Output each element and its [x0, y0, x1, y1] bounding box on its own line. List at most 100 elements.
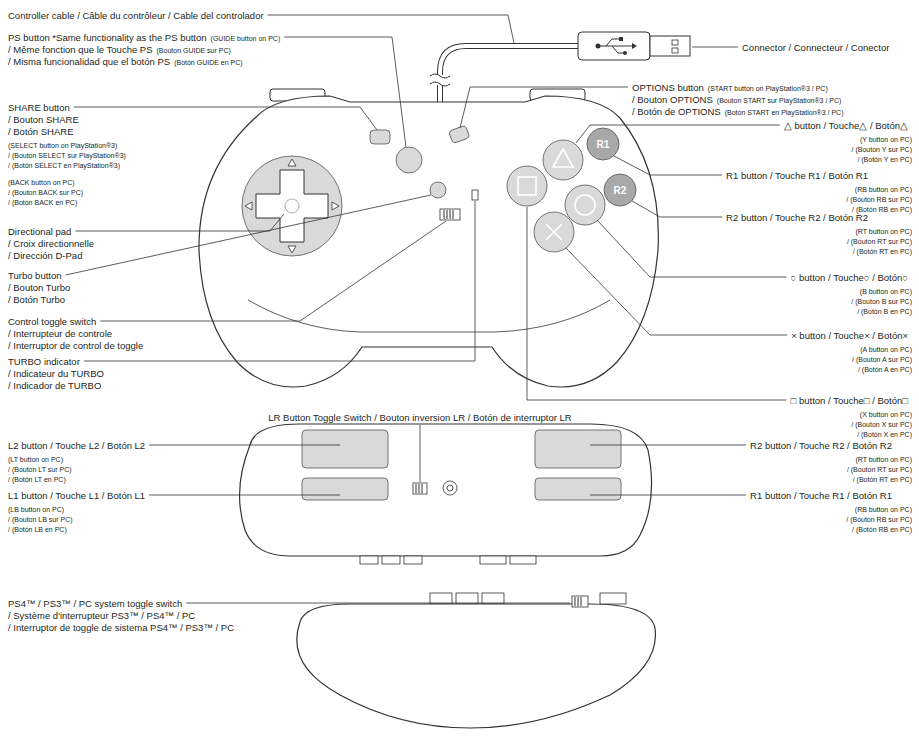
callout-note: / (Botón X en PC) — [857, 431, 912, 438]
callout-note: / (Bouton LT sur PC) — [8, 466, 72, 473]
label-line: (Y button on PC) — [860, 131, 912, 145]
callout-label: R1 button / Touche R1 / Botón R1 — [750, 490, 892, 501]
label-line: LR Button Toggle Switch / Bouton inversi… — [268, 410, 571, 424]
callout-label: R2 button / Touche R2 / Botón R2 — [726, 212, 868, 223]
label-line: / Dirección D-Pad — [8, 248, 82, 262]
controller-bottom-outline — [297, 604, 656, 728]
label-line: / (Botón A en PC) — [858, 361, 912, 375]
callout-note: (Botón START en PlayStation®3 / PC) — [725, 109, 844, 116]
callout-note: (LT button on PC) — [8, 456, 63, 463]
triangle-button — [543, 140, 583, 180]
callout-note: / (Bouton RB sur PC) — [846, 516, 912, 523]
callout-label: Controller cable / Câble du contrôleur /… — [8, 10, 264, 21]
callout-label: / Système d'interrupteur PS3™ / PS4™ / P… — [8, 610, 195, 621]
turbo-button — [430, 182, 446, 198]
callout-note: / (Botón RB en PC) — [852, 206, 912, 213]
callout-label: / Indicateur du TURBO — [8, 368, 104, 379]
label-line: / (Botón RT en PC) — [853, 471, 912, 485]
edge-bump — [600, 593, 626, 604]
system-toggle-switch — [572, 596, 588, 607]
leader-line — [566, 248, 787, 335]
usb-icon-head — [632, 43, 637, 49]
label-line: / (Bouton RB sur PC) — [846, 191, 912, 205]
label-line: OPTIONS button(START button on PlayStati… — [632, 80, 828, 94]
label-line: / Interrupteur de controle — [8, 326, 112, 340]
label-line: / Bouton SHARE — [8, 112, 79, 126]
callout-note: / (Bouton Y sur PC) — [852, 146, 912, 153]
square-button — [507, 166, 547, 206]
callout-label: / Interrupteur de controle — [8, 328, 112, 339]
leader-line — [590, 495, 746, 496]
callout-label: / Indicador de TURBO — [8, 380, 101, 391]
leader-line — [268, 15, 514, 43]
callout-note: / (Bouton RT sur PC) — [847, 466, 912, 473]
label-line: / Botón SHARE — [8, 124, 73, 138]
controller-back-outline — [240, 424, 652, 556]
switch-ridges — [416, 484, 422, 493]
callout-note: / (Botón RB en PC) — [852, 526, 912, 533]
callout-note: / (Bouton RB sur PC) — [846, 196, 912, 203]
label-line: (SELECT button on PlayStation®3) — [8, 137, 117, 151]
label-line: (BACK button on PC) — [8, 174, 75, 188]
callout-note: (BACK button on PC) — [8, 179, 75, 186]
callout-note: / (Bouton LB sur PC) — [8, 516, 73, 523]
options-button — [448, 125, 469, 143]
leader-line — [614, 156, 722, 175]
cross-symbol — [546, 224, 562, 240]
switch-ridges — [444, 210, 453, 219]
callout-note: / (Botón RT en PC) — [853, 476, 912, 483]
label-line: R2 button / Touche R2 / Botón R2 — [726, 210, 868, 224]
bottom-bump — [360, 556, 378, 564]
callout-note: (Y button on PC) — [860, 136, 912, 143]
label-line: / Misma funcionalidad que el botón PS(Bo… — [8, 54, 243, 68]
leader-line — [84, 201, 475, 361]
label-line: R1 — [597, 137, 610, 151]
leader-line — [597, 220, 787, 277]
callout-note: / (Bouton RT sur PC) — [847, 238, 912, 245]
label-line: / (Bouton RT sur PC) — [847, 461, 912, 475]
callout-note: / (Botón SELECT en PlayStation®3) — [8, 162, 120, 169]
label-line: (RT button on PC) — [855, 223, 912, 237]
label-line: (A button on PC) — [860, 341, 912, 355]
callout-label: △ button / Touche△ / Botón△ — [784, 120, 908, 131]
label-line: □ button / Touche□ / Botón□ — [791, 393, 908, 407]
callout-note: (RT button on PC) — [855, 456, 912, 463]
label-line: / (Botón LT en PC) — [8, 471, 66, 485]
label-line: SHARE button — [8, 100, 70, 114]
plug-hole — [672, 48, 678, 53]
label-line: (RB button on PC) — [855, 501, 912, 515]
label-line: (RB button on PC) — [855, 181, 912, 195]
label-line: (B button on PC) — [860, 283, 912, 297]
label-line: Turbo button — [8, 268, 62, 282]
label-line: R1 button / Touche R1 / Botón R1 — [726, 168, 868, 182]
callout-note: (Botón GUIDE en PC) — [174, 59, 242, 66]
label-line: / (Botón B en PC) — [857, 303, 912, 317]
callout-label: OPTIONS button — [632, 82, 704, 93]
label-line: (LT button on PC) — [8, 451, 63, 465]
callout-label: Directional pad — [8, 226, 71, 237]
button-label: R2 — [614, 185, 627, 196]
label-line: / Bouton OPTIONS(Bouton START sur PlaySt… — [632, 92, 841, 106]
label-line: × button / Touche× / Botón× — [791, 328, 908, 342]
label-line: / (Botón RB en PC) — [852, 521, 912, 535]
edge-bump — [456, 593, 478, 604]
label-line: / Botón Turbo — [8, 292, 65, 306]
plug-hole — [672, 40, 678, 45]
callout-label: PS button *Same functionality as the PS … — [8, 32, 207, 43]
usb-icon-circle — [623, 51, 627, 55]
label-line: / Même fonction que le Touche PS(Bouton … — [8, 42, 231, 56]
label-line: Directional pad — [8, 224, 71, 238]
callout-label: R2 button / Touche R2 / Botón R2 — [750, 440, 892, 451]
label-line: / (Bouton LT sur PC) — [8, 461, 72, 475]
label-line: / (Bouton BACK sur PC) — [8, 184, 83, 198]
callout-label: × button / Touche× / Botón× — [791, 330, 908, 341]
callout-label: □ button / Touche□ / Botón□ — [791, 395, 908, 406]
back-port-inner — [447, 485, 453, 491]
dpad-arrow — [245, 159, 339, 253]
cable-break — [431, 75, 449, 85]
leader-line — [75, 214, 284, 231]
callout-label: L2 button / Touche L2 / Botón L2 — [8, 440, 145, 451]
callout-label: / Bouton Turbo — [8, 282, 70, 293]
label-line: / (Botón LB en PC) — [8, 521, 67, 535]
label-line: / Indicateur du TURBO — [8, 366, 104, 380]
